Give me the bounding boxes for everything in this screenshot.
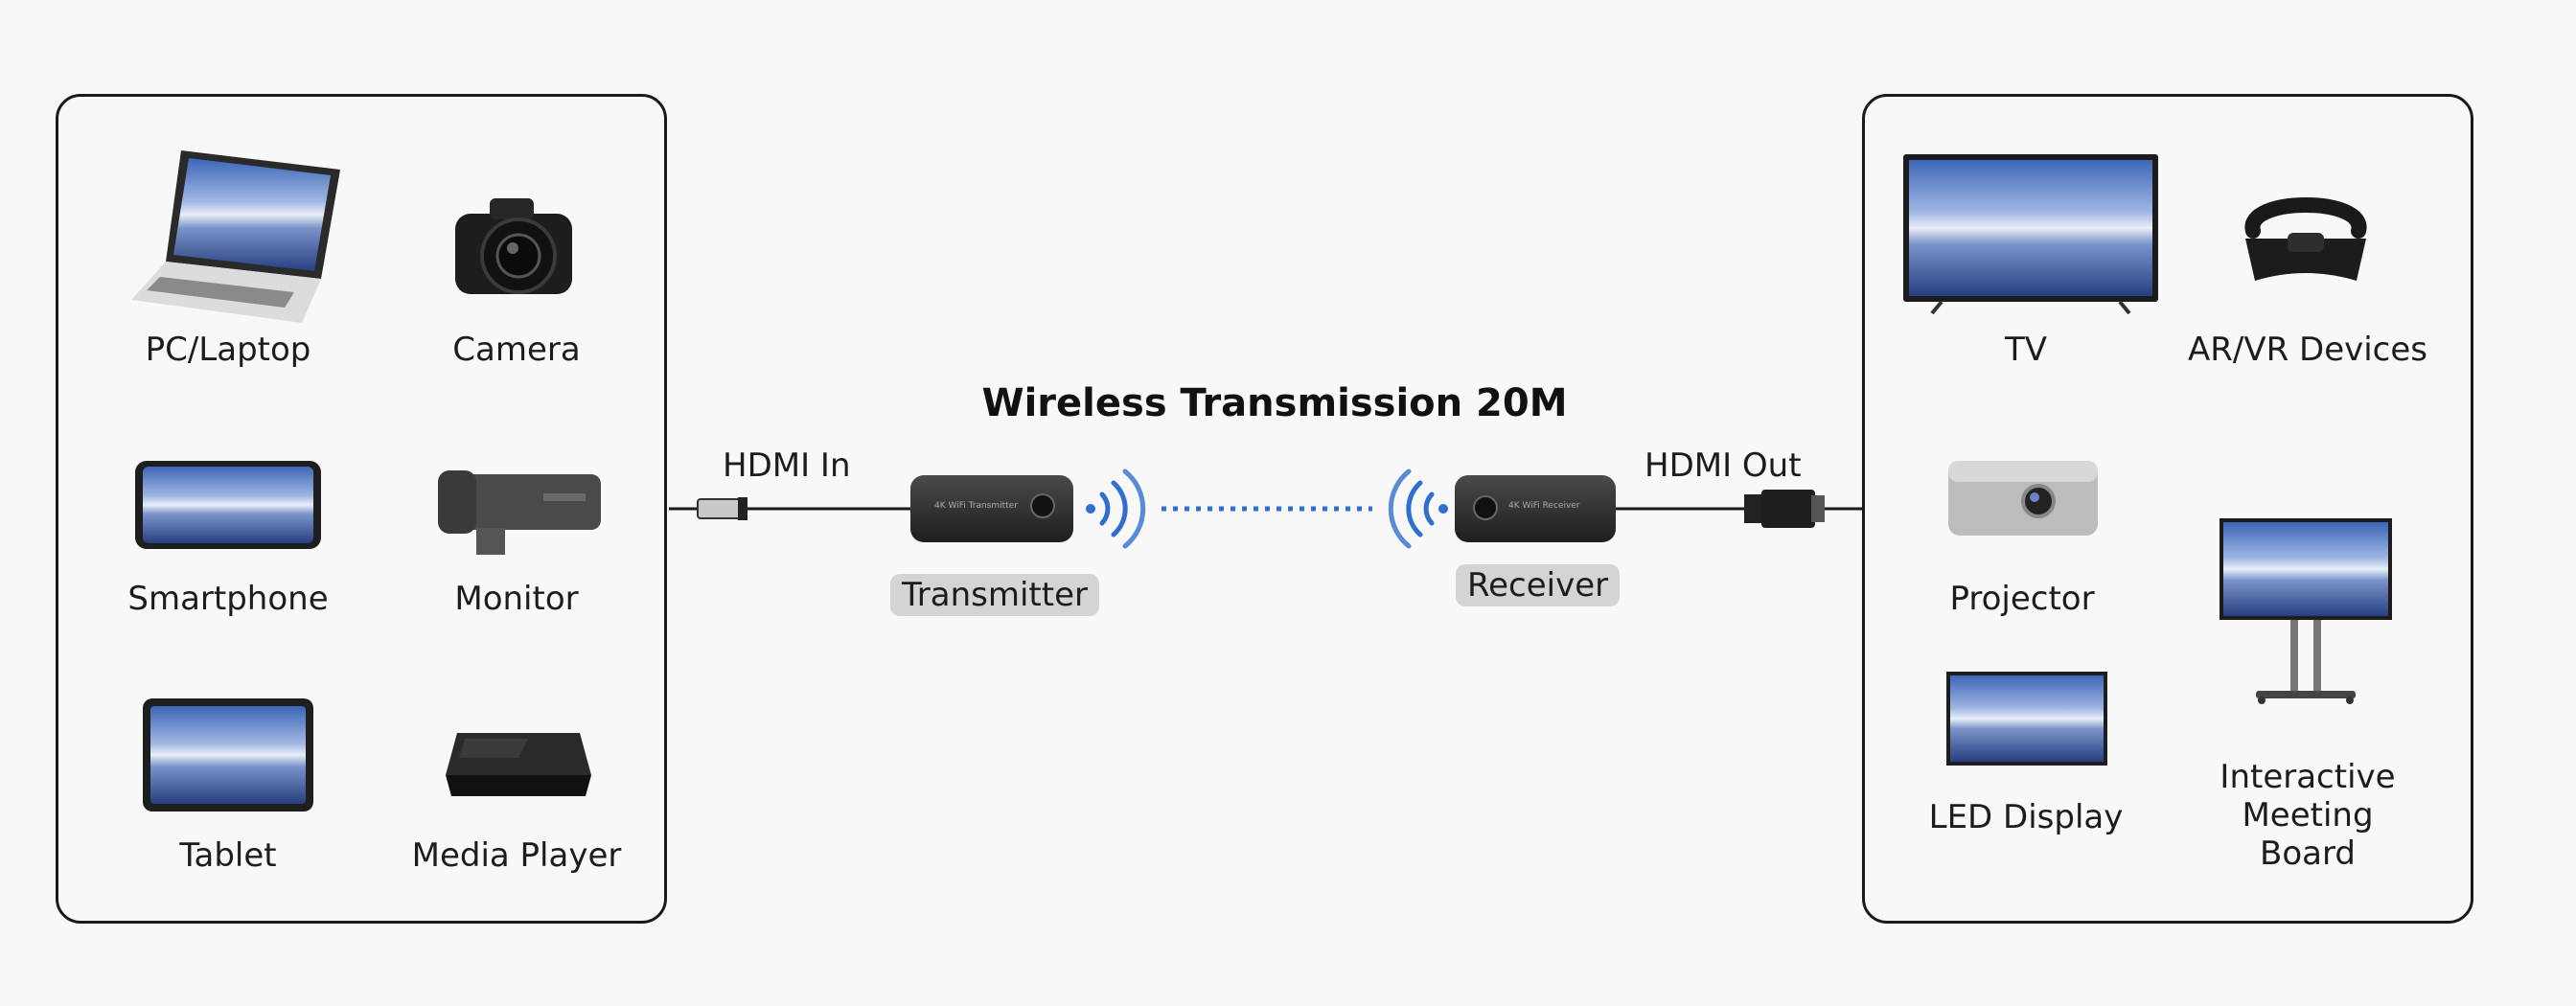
projector-label: Projector <box>1949 580 2095 618</box>
transmit-wave-icon <box>1086 469 1146 549</box>
media-player-label: Media Player <box>411 836 622 875</box>
receive-wave-icon <box>1388 469 1448 549</box>
hdmi-in-label: HDMI In <box>723 446 851 485</box>
output-devices-panel: TV AR/VR Devices Projector LED Display <box>1862 94 2473 924</box>
led-display-label: LED Display <box>1928 798 2124 836</box>
transmitter-device-icon: 4K WiFi Transmitter <box>910 475 1073 542</box>
tv-label: TV <box>2004 331 2048 369</box>
hdmi-out-plug-icon <box>1744 490 1825 528</box>
transmitter-tag: Transmitter <box>890 574 1099 616</box>
meeting-board-label: Interactive Meeting Board <box>2220 758 2396 873</box>
monitor-label: Monitor <box>454 580 579 618</box>
camera-label: Camera <box>452 331 581 369</box>
receiver-tag: Receiver <box>1456 564 1621 606</box>
ar-vr-label: AR/VR Devices <box>2187 331 2428 369</box>
hdmi-in-plug-icon <box>697 497 748 520</box>
tablet-label: Tablet <box>179 836 277 875</box>
diagram-title: Wireless Transmission 20M <box>981 381 1568 425</box>
svg-text:4K WiFi Receiver: 4K WiFi Receiver <box>1508 501 1580 511</box>
smartphone-label: Smartphone <box>127 580 329 618</box>
pc-laptop-label: PC/Laptop <box>145 331 311 369</box>
receiver-device-icon: 4K WiFi Receiver <box>1455 475 1616 542</box>
hdmi-out-label: HDMI Out <box>1644 446 1802 485</box>
svg-text:4K WiFi Transmitter: 4K WiFi Transmitter <box>934 501 1018 511</box>
source-devices-panel: PC/Laptop Camera Smartphone Monitor <box>56 94 667 924</box>
